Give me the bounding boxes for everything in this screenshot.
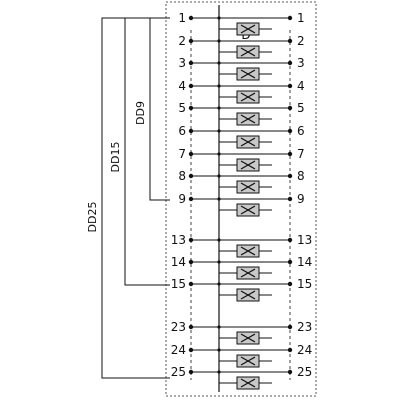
left-pin-label: 9	[178, 192, 186, 206]
right-pin-label: 25	[297, 365, 312, 379]
left-terminal-dot	[188, 347, 194, 353]
left-terminal-dot	[188, 83, 194, 89]
left-pin-label: 14	[171, 255, 186, 269]
left-pin-label: 8	[178, 169, 186, 183]
left-terminal-dot	[188, 196, 194, 202]
right-pin-label: 7	[297, 147, 305, 161]
left-pin-label: 25	[171, 365, 186, 379]
right-terminal-dot	[287, 369, 293, 375]
right-terminal-dot	[287, 347, 293, 353]
component-cross-mark	[240, 205, 256, 215]
bracket-dd15: DD15	[109, 17, 170, 286]
left-pin-label: 13	[171, 233, 186, 247]
component-cross-mark	[240, 182, 256, 192]
right-terminal-dot	[287, 60, 293, 66]
right-terminal-dot	[287, 83, 293, 89]
bus-junction-dot	[217, 129, 221, 133]
component-cross-mark	[240, 160, 256, 170]
right-terminal-dot	[287, 105, 293, 111]
left-terminal-dot	[188, 281, 194, 287]
component-cross-mark	[240, 268, 256, 278]
bracket-label-dd15: DD15	[109, 142, 122, 173]
left-pin-label: 6	[178, 124, 186, 138]
right-pin-label: 23	[297, 320, 312, 334]
component-cross-mark	[240, 246, 256, 256]
bus-junction-dot	[217, 197, 221, 201]
left-terminal-dot	[188, 38, 194, 44]
left-terminal-dot	[188, 60, 194, 66]
right-pin-label: 3	[297, 56, 305, 70]
left-pin-label: 15	[171, 277, 186, 291]
right-pin-label: 4	[297, 79, 305, 93]
component-cross-mark	[240, 356, 256, 366]
component-cross-mark	[240, 114, 256, 124]
right-terminal-dot	[287, 324, 293, 330]
bus-junction-dot	[217, 325, 221, 329]
right-terminal-dot	[287, 38, 293, 44]
right-terminal-dot	[287, 196, 293, 202]
component-cross-mark	[240, 333, 256, 343]
left-terminal-dot	[188, 259, 194, 265]
component-cross-mark	[240, 24, 256, 34]
bus-junction-dot	[217, 370, 221, 374]
left-terminal-dot	[188, 324, 194, 330]
right-pin-label: 9	[297, 192, 305, 206]
bus-junction-dot	[217, 238, 221, 242]
right-pin-label: 5	[297, 101, 305, 115]
bus-junction-dot	[217, 152, 221, 156]
right-terminal-dot	[287, 259, 293, 265]
left-terminal-dot	[188, 173, 194, 179]
right-pin-label: 24	[297, 343, 312, 357]
left-terminal-dot	[188, 237, 194, 243]
bus-junction-dot	[217, 84, 221, 88]
right-pin-label: 1	[297, 11, 305, 25]
component-cross-mark	[240, 69, 256, 79]
bracket-dd9: DD9	[134, 17, 170, 201]
right-terminal-dot	[287, 151, 293, 157]
bracket-label-dd25: DD25	[86, 202, 99, 233]
left-pin-label: 4	[178, 79, 186, 93]
left-pin-label: 7	[178, 147, 186, 161]
left-terminal-dot	[188, 15, 194, 21]
bus-junction-dot	[217, 61, 221, 65]
right-pin-label: 8	[297, 169, 305, 183]
right-pin-label: 15	[297, 277, 312, 291]
left-pin-label: 3	[178, 56, 186, 70]
right-pin-label: 2	[297, 34, 305, 48]
bus-junction-dot	[217, 39, 221, 43]
left-terminal-dot	[188, 151, 194, 157]
right-terminal-dot	[287, 281, 293, 287]
bus-junction-dot	[217, 16, 221, 20]
bracket-label-dd9: DD9	[134, 101, 147, 125]
component-cross-mark	[240, 378, 256, 388]
left-terminal-dot	[188, 369, 194, 375]
bus-junction-dot	[217, 348, 221, 352]
right-terminal-dot	[287, 15, 293, 21]
bus-junction-dot	[217, 282, 221, 286]
right-pin-label: 6	[297, 124, 305, 138]
right-pin-label: 14	[297, 255, 312, 269]
left-terminal-dot	[188, 128, 194, 134]
component-cross-mark	[240, 47, 256, 57]
left-pin-label: 24	[171, 343, 186, 357]
right-pin-label: 13	[297, 233, 312, 247]
bus-junction-dot	[217, 174, 221, 178]
bus-junction-dot	[217, 260, 221, 264]
right-terminal-dot	[287, 173, 293, 179]
left-pin-label: 1	[178, 11, 186, 25]
left-terminal-dot	[188, 105, 194, 111]
bracket-dd25: DD25	[86, 17, 170, 379]
component-cross-mark	[240, 290, 256, 300]
bus-junction-dot	[217, 106, 221, 110]
left-pin-label: 23	[171, 320, 186, 334]
left-pin-label: 5	[178, 101, 186, 115]
left-pin-label: 2	[178, 34, 186, 48]
component-cross-mark	[240, 137, 256, 147]
right-terminal-dot	[287, 237, 293, 243]
component-cross-mark	[240, 92, 256, 102]
right-terminal-dot	[287, 128, 293, 134]
